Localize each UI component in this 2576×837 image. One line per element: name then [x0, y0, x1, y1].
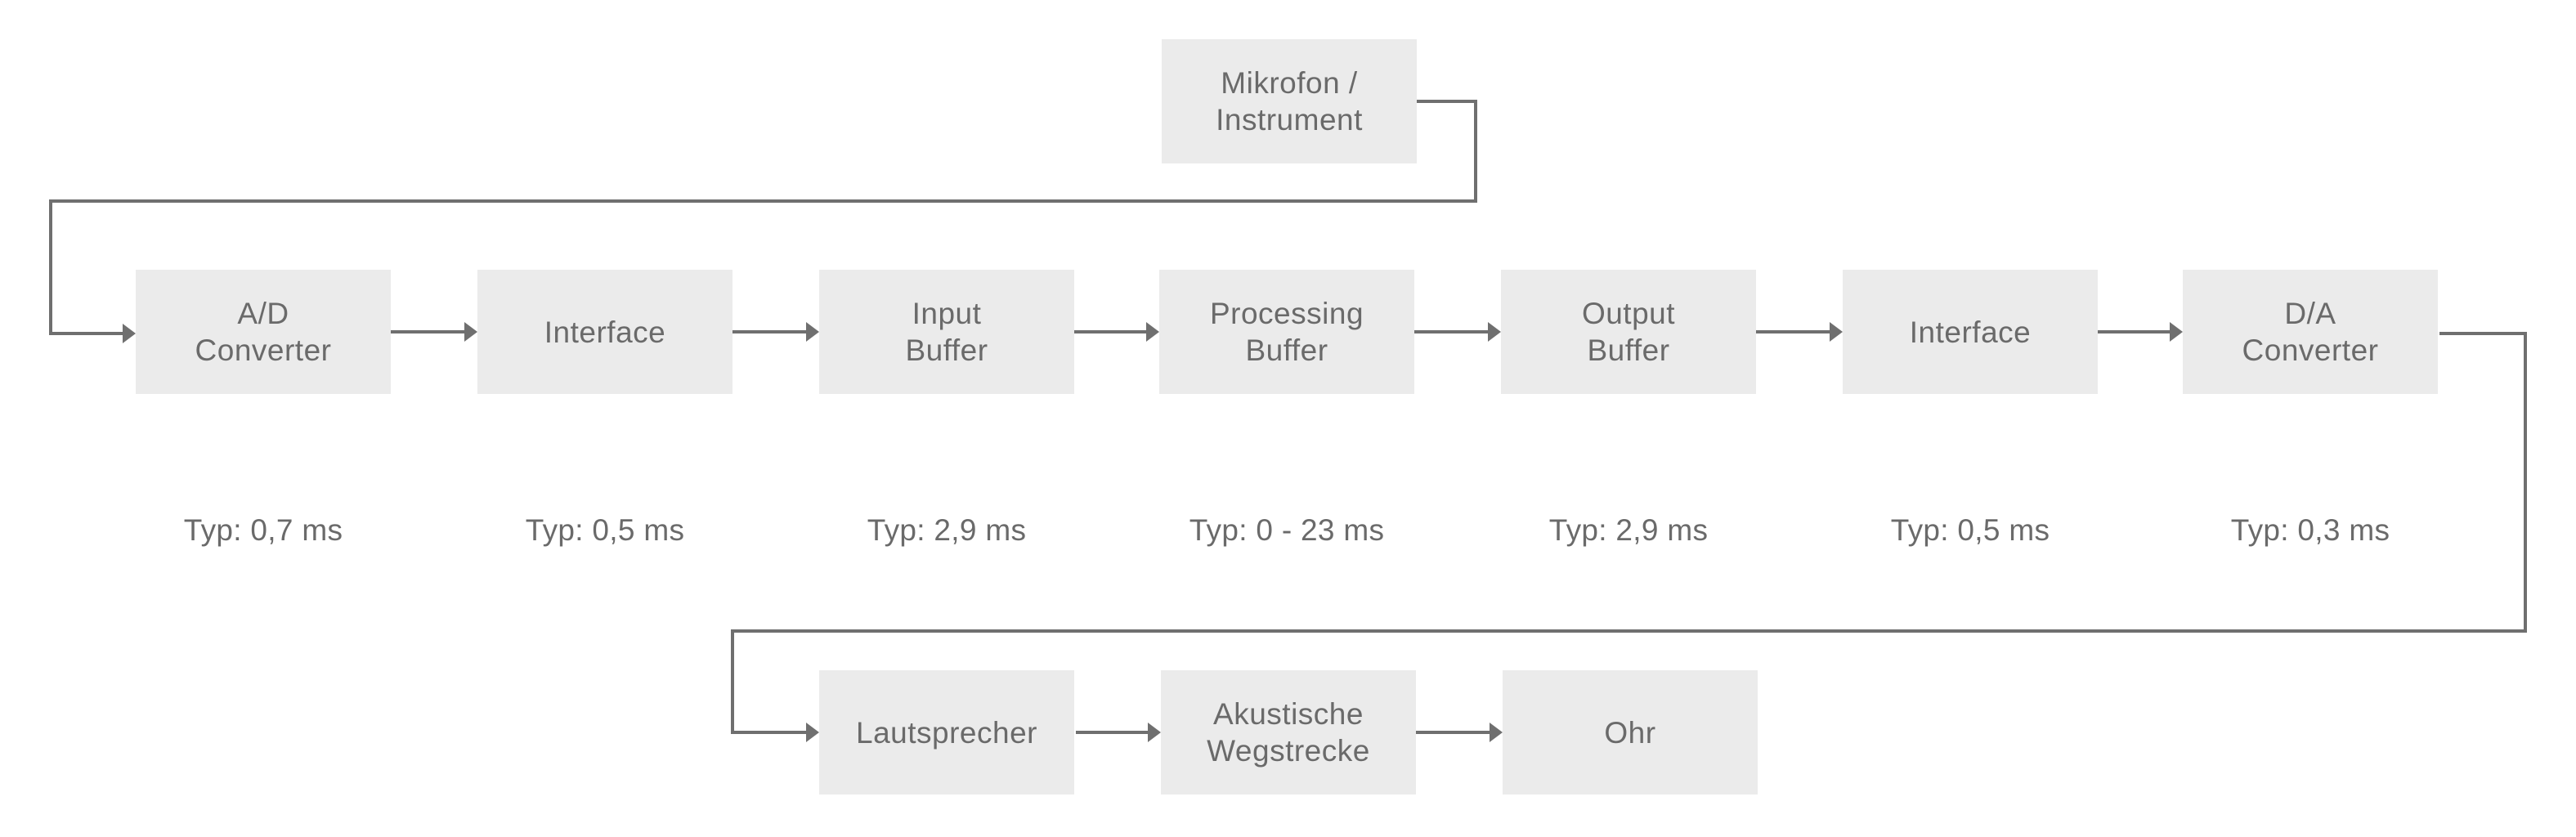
- node-label-line2: Buffer: [1587, 333, 1670, 367]
- connector-da-to-speaker: [731, 332, 2527, 734]
- node-label-line2: Wegstrecke: [1207, 734, 1370, 768]
- node-label-line2: Buffer: [1245, 333, 1328, 367]
- node-label-line1: D/A: [2284, 297, 2336, 330]
- arrowhead-speaker: [806, 723, 819, 742]
- arrowhead-acoustic-path: [1148, 723, 1161, 742]
- arrowhead-ad: [123, 324, 136, 343]
- connector-source-to-ad: [49, 100, 1477, 335]
- node-ad-converter: A/D Converter: [136, 270, 391, 394]
- node-label-line2: Instrument: [1216, 103, 1363, 137]
- timing-input-buffer: Typ: 2,9 ms: [867, 513, 1027, 547]
- node-label-line1: Interface: [544, 315, 666, 349]
- node-label-line1: Akustische: [1213, 697, 1364, 731]
- node-label-line1: Output: [1581, 297, 1676, 330]
- node-label-line1: Input: [912, 297, 982, 330]
- arrowhead-output-buffer: [1488, 322, 1501, 342]
- timing-interface-out: Typ: 0,5 ms: [1890, 513, 2050, 547]
- node-input-buffer: Input Buffer: [819, 270, 1074, 394]
- node-label-line1: Lautsprecher: [856, 715, 1037, 750]
- arrowhead-interface-out: [1830, 322, 1843, 342]
- node-mikrofon-instrument: Mikrofon / Instrument: [1162, 39, 1417, 163]
- arrowhead-interface-in: [464, 322, 477, 342]
- node-label-line1: Processing: [1209, 297, 1364, 330]
- arrowhead-input-buffer: [806, 322, 819, 342]
- arrowhead-da-converter: [2170, 322, 2183, 342]
- arrowhead-processing-buffer: [1146, 322, 1159, 342]
- timing-output-buffer: Typ: 2,9 ms: [1548, 513, 1709, 547]
- node-label-line2: Converter: [195, 333, 332, 367]
- node-output-buffer: Output Buffer: [1501, 270, 1756, 394]
- node-label-line2: Converter: [2242, 333, 2379, 367]
- node-label-line1: Ohr: [1604, 715, 1656, 750]
- timing-da-converter: Typ: 0,3 ms: [2230, 513, 2390, 547]
- timing-ad-converter: Typ: 0,7 ms: [183, 513, 343, 547]
- timing-processing-buffer: Typ: 0 - 23 ms: [1189, 513, 1385, 547]
- node-akustische-wegstrecke: Akustische Wegstrecke: [1161, 670, 1416, 794]
- node-processing-buffer: Processing Buffer: [1159, 270, 1414, 394]
- node-label-line1: Interface: [1909, 315, 2032, 349]
- arrowhead-ear: [1490, 723, 1503, 742]
- timing-interface-in: Typ: 0,5 ms: [525, 513, 685, 547]
- node-label-line1: Mikrofon /: [1221, 66, 1358, 100]
- node-da-converter: D/A Converter: [2183, 270, 2438, 394]
- node-interface-out: Interface: [1843, 270, 2098, 394]
- node-lautsprecher: Lautsprecher: [819, 670, 1074, 794]
- node-label-line2: Buffer: [905, 333, 988, 367]
- node-label-line1: A/D: [237, 297, 289, 330]
- node-ohr: Ohr: [1503, 670, 1758, 794]
- node-interface-in: Interface: [477, 270, 732, 394]
